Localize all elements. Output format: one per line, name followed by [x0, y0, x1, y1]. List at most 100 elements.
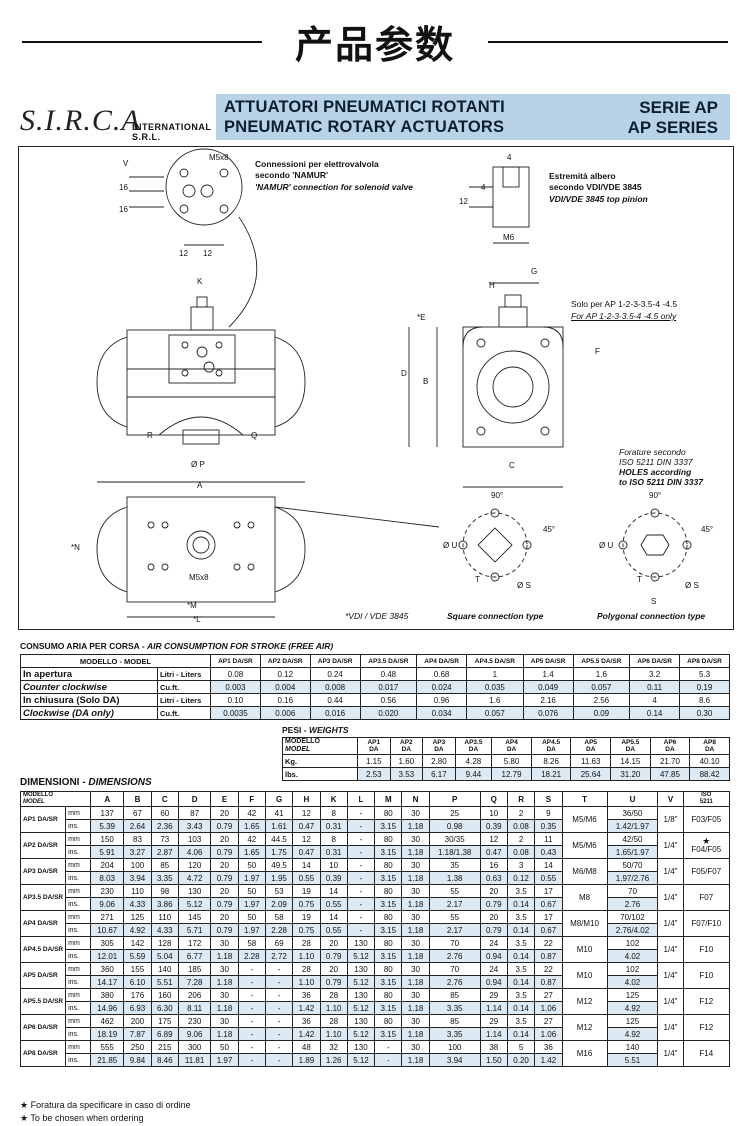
dims-unit-ins: ins.: [65, 975, 92, 989]
dims-iso-flange: F14: [699, 1049, 714, 1058]
dims-col-head: E: [210, 791, 239, 807]
air-value: 0.0035: [210, 706, 261, 720]
dims-value-ins: 0.79: [210, 845, 239, 859]
dims-value-mm: 12: [292, 832, 321, 846]
dims-value-iso: F10: [682, 936, 731, 963]
dims-value-ins: 5.04: [150, 949, 179, 963]
air-title-it: CONSUMO ARIA PER CORSA -: [20, 641, 148, 651]
weights-col-type: DA: [506, 746, 517, 753]
dims-value-U-mm: 50/70: [606, 858, 659, 872]
dims-col-head: G: [264, 791, 294, 807]
dims-value-mm: 42: [237, 832, 266, 846]
dims-value-mm: 30: [210, 936, 239, 950]
dim-P: Ø P: [191, 460, 205, 469]
dims-value-mm: 28: [292, 962, 321, 976]
air-value: 0.049: [522, 680, 574, 694]
dims-value-ins: 5.71: [177, 923, 212, 937]
dims-unit-mm: mm: [65, 858, 92, 872]
weights-col-model: AP3.5: [464, 739, 483, 746]
dims-value-iso: F12: [682, 988, 731, 1015]
namur-label-en: 'NAMUR' connection for solenoid valve: [255, 182, 414, 192]
weights-title: PESI - WEIGHTS: [282, 725, 349, 735]
dims-value-mm: 20: [319, 962, 348, 976]
dim-U2: Ø U: [599, 541, 614, 550]
dims-value-ins: 5.91: [90, 845, 125, 859]
dims-value-ins: 3.15: [374, 923, 403, 937]
dims-value-V: 1/4": [657, 910, 684, 937]
dims-value-mm: 3.5: [506, 910, 536, 924]
dims-value-mm: 206: [177, 988, 212, 1002]
dims-col-head: U: [606, 791, 659, 807]
dims-unit-mm: mm: [65, 1014, 92, 1028]
dims-value-ins: 1.18: [401, 1053, 430, 1067]
dims-value-mm: 58: [264, 910, 294, 924]
dims-value-mm: 230: [177, 1014, 212, 1028]
air-value: 0.14: [629, 706, 681, 720]
dims-value-ins: -: [264, 1053, 294, 1067]
dims-value-mm: 49.5: [264, 858, 294, 872]
dims-value-ins: 4.72: [177, 871, 212, 885]
dims-col-head: H: [292, 791, 321, 807]
dims-value-mm: 22: [534, 962, 563, 976]
air-value: 3.2: [629, 667, 681, 681]
dims-value-mm: 30: [401, 910, 430, 924]
dims-model-name: AP3.5 DA/SR: [19, 884, 67, 911]
dims-value-iso: F14: [682, 1040, 731, 1067]
air-row-unit: Litri - Liters: [157, 667, 211, 681]
dims-value-iso: F03/F05: [682, 806, 731, 833]
dims-value-ins: 1.18: [210, 949, 239, 963]
dims-value-mm: -: [264, 1014, 294, 1028]
air-row-label: In apertura: [20, 667, 158, 681]
dims-value-mm: 14: [319, 910, 348, 924]
air-value: 0.008: [309, 680, 361, 694]
footnote-star-icon: ★: [20, 1100, 29, 1110]
dims-value-T: M10: [561, 962, 608, 989]
weights-value: 1.15: [357, 754, 391, 768]
dim-Q: Q: [251, 431, 258, 440]
dims-value-mm: 230: [90, 884, 125, 898]
air-col-head: AP5 DA/SR: [522, 654, 574, 668]
dims-value-iso: F12: [682, 1014, 731, 1041]
dims-value-iso: F07: [682, 884, 731, 911]
dims-value-mm: 24: [479, 936, 508, 950]
dims-value-ins: 2.28: [264, 923, 294, 937]
dims-model-name: AP4.5 DA/SR: [19, 936, 67, 963]
air-value: 0.12: [259, 667, 311, 681]
dims-value-ins: 1.42: [292, 1027, 321, 1041]
dims-value-mm: 185: [177, 962, 212, 976]
dim-12c: 12: [459, 197, 468, 206]
dims-value-mm: 30: [401, 832, 430, 846]
dim-90b: 90°: [649, 491, 662, 500]
dims-value-U-mm: 70/102: [606, 910, 659, 924]
dims-value-ins: 0.67: [534, 897, 563, 911]
weights-col-model: AP3: [432, 739, 446, 746]
dims-value-U-ins: 1.65/1.97: [606, 845, 659, 859]
dims-value-ins: -: [237, 1053, 266, 1067]
dims-unit-ins: ins.: [65, 1001, 92, 1015]
dims-value-U-mm: 42/50: [606, 832, 659, 846]
dims-value-ins: 2.17: [428, 923, 481, 937]
dims-unit-ins: ins.: [65, 897, 92, 911]
dims-value-U-ins: 4.92: [606, 1001, 659, 1015]
dims-value-mm: 172: [177, 936, 212, 950]
dims-value-ins: 1.06: [534, 1027, 563, 1041]
dims-unit-mm: mm: [65, 910, 92, 924]
air-value: 0.004: [259, 680, 311, 694]
air-value: 0.24: [309, 667, 361, 681]
dims-value-ins: 9.06: [90, 897, 125, 911]
dims-value-mm: 555: [90, 1040, 125, 1054]
air-row-unit: Cu.ft.: [157, 680, 211, 694]
weights-col-type: DA: [665, 746, 675, 753]
dims-value-ins: 0.08: [506, 845, 536, 859]
dims-value-T: M12: [561, 1014, 608, 1041]
dims-value-mm: -: [264, 988, 294, 1002]
dims-value-ins: 0.47: [479, 845, 508, 859]
dims-col-head: C: [150, 791, 179, 807]
